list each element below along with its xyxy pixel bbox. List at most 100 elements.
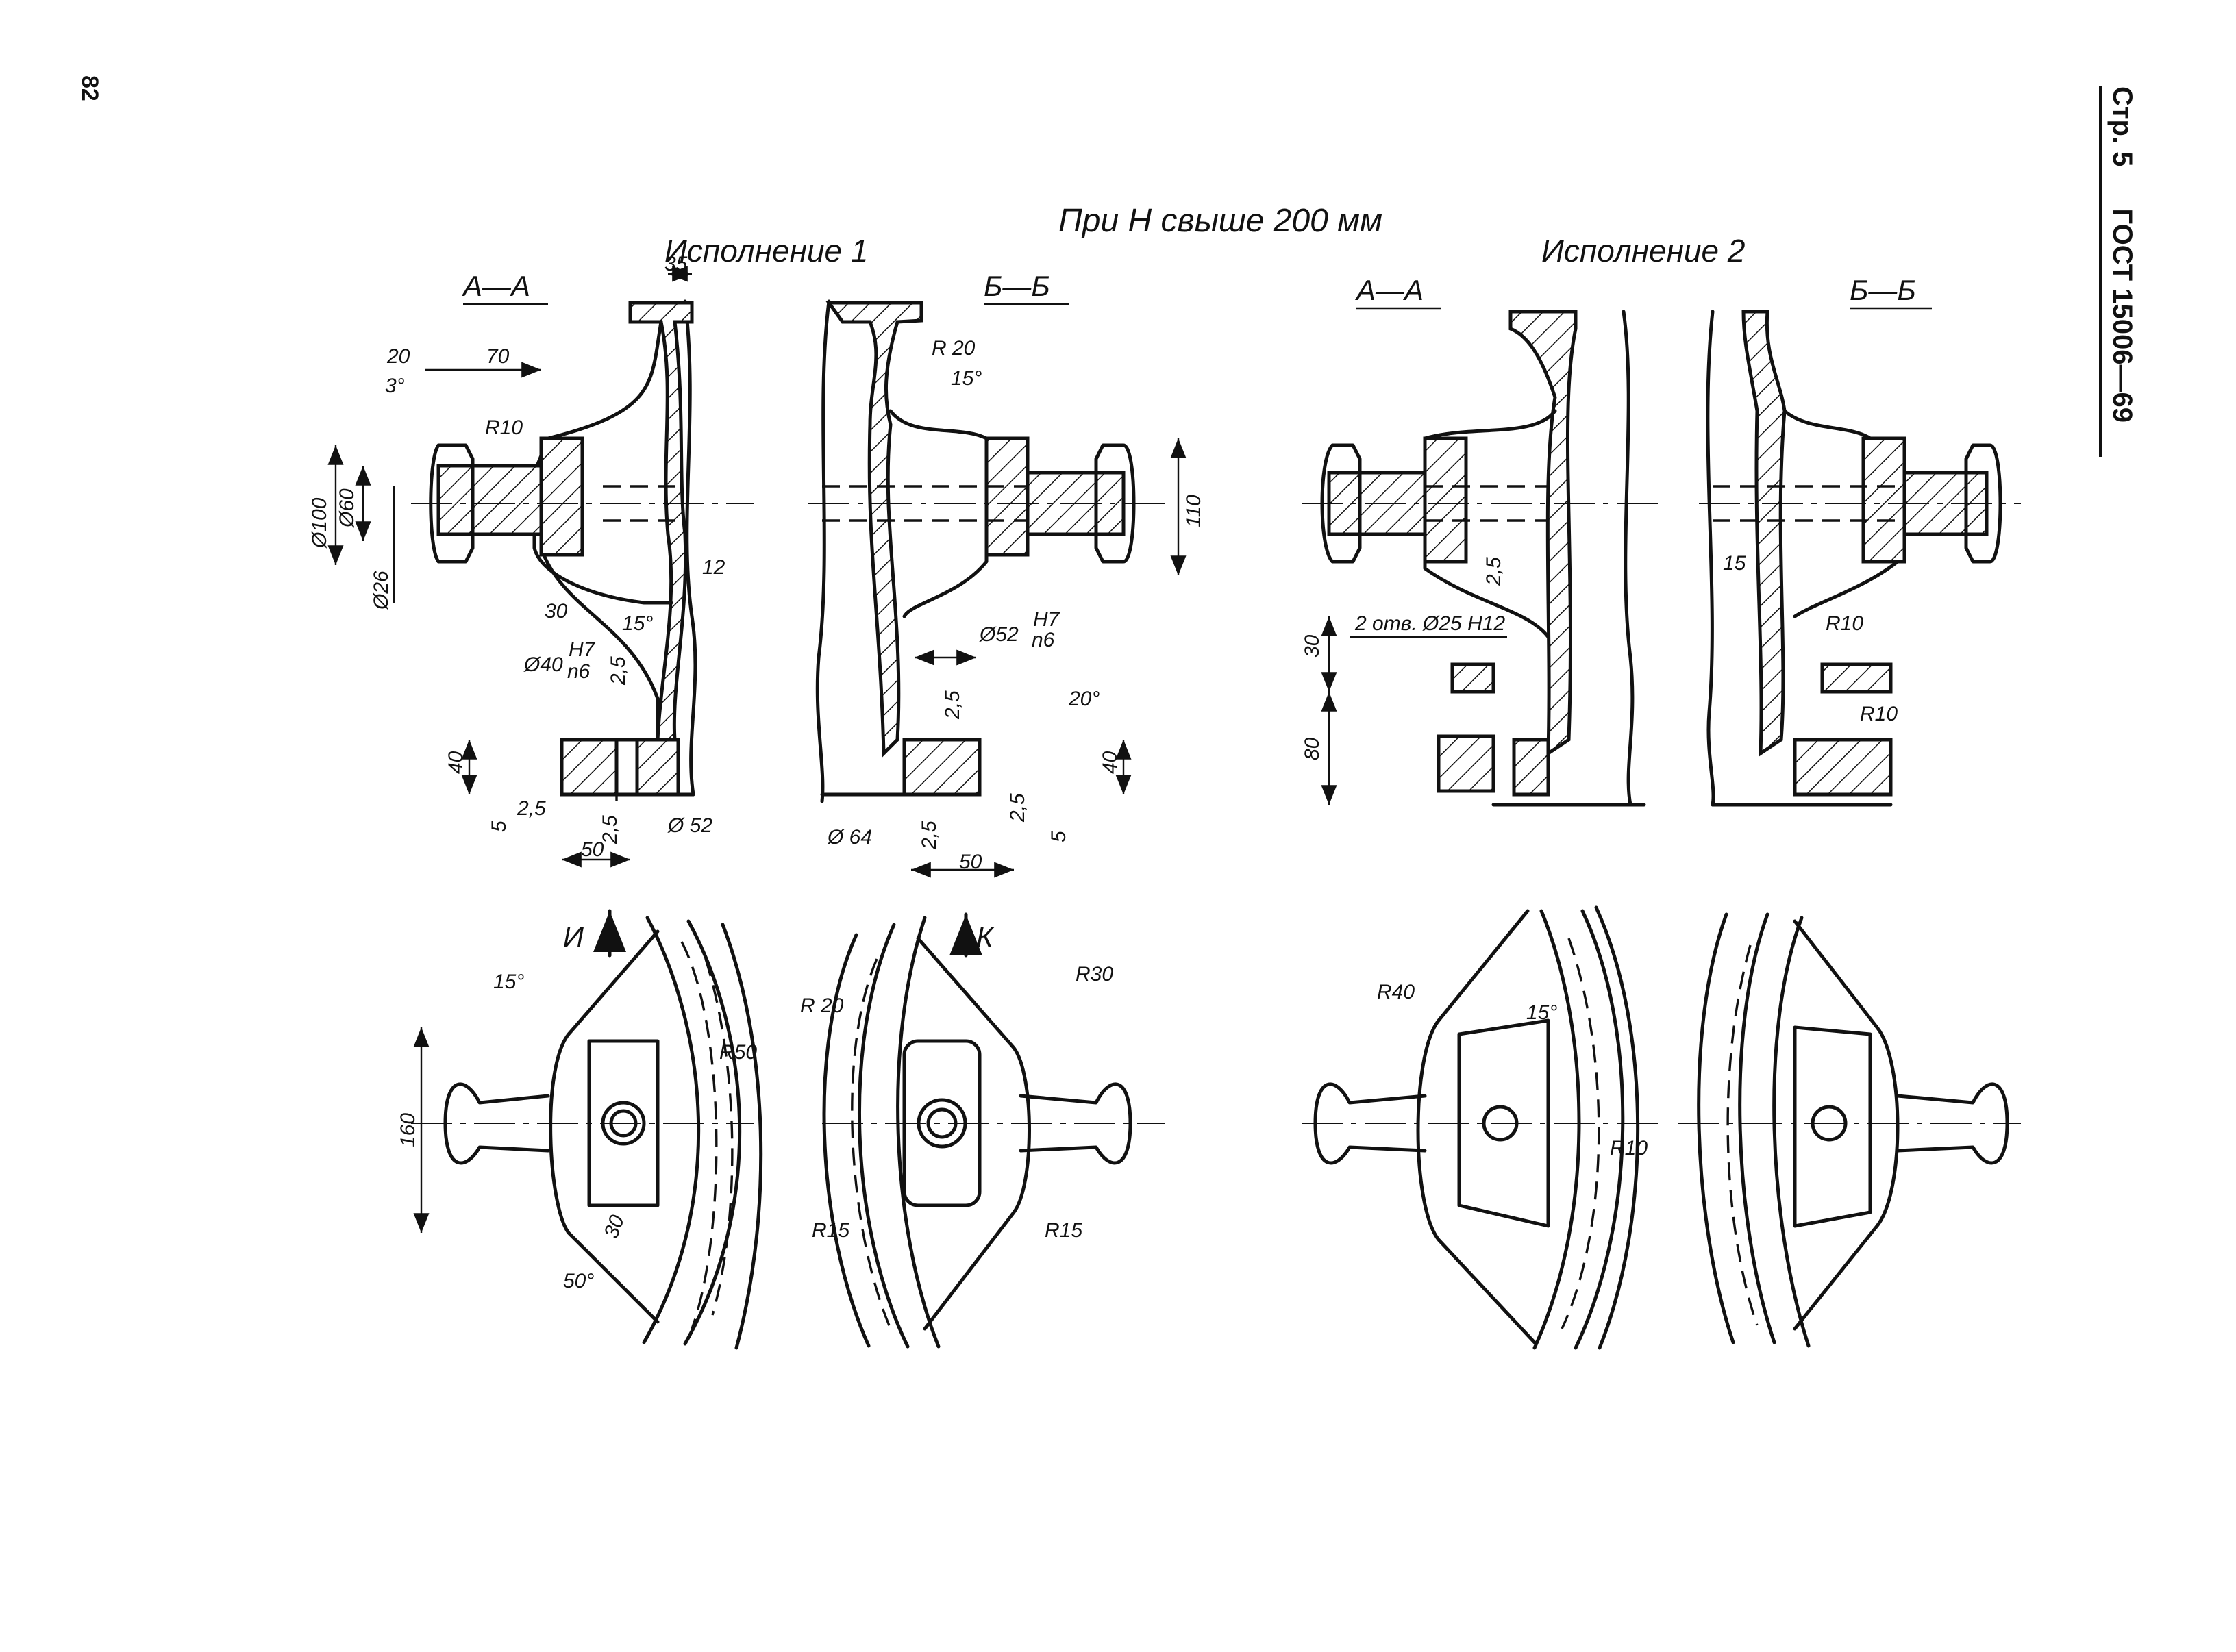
rail-outer-i2: [683, 919, 742, 1346]
exec1-section-bb: [808, 299, 1165, 803]
dim-r10-c: R10: [1860, 703, 1898, 725]
rail-profile: [683, 299, 697, 797]
exec2-aa-dimensions: 2,5 2 отв. Ø25 Н12 30 80: [1301, 557, 1507, 805]
exec1-aa-dimensions: 35 20 70 3° R10 Ø100 Ø60 Ø26 12 30 15° Ø…: [308, 253, 725, 868]
rail-head-section-d: [1741, 310, 1787, 757]
dim-20: 20: [386, 345, 410, 368]
rail-inner-k: [896, 916, 941, 1349]
dim-40-b: 40: [1099, 751, 1121, 774]
rail-profile-b: [815, 299, 831, 803]
rail-dash-n: [1726, 944, 1759, 1326]
lower-block-c: [1437, 734, 1495, 793]
dim-r15-b: R15: [1045, 1219, 1082, 1242]
pin-head: [429, 443, 475, 564]
rail-inner-m: [1594, 905, 1640, 1350]
dim-30-c: 30: [600, 1212, 630, 1241]
rail-outer-k2: [857, 923, 910, 1349]
lower-block-section: [560, 738, 619, 797]
exec1-view-i-dims: И 15° 160 R50 30 50°: [397, 921, 757, 1292]
dim-phi60: Ø60: [336, 488, 358, 528]
dim-r10-d: R10: [1610, 1137, 1648, 1160]
dim-110: 110: [1182, 495, 1205, 527]
lower-block-b: [902, 738, 982, 797]
dim-50deg: 50°: [563, 1270, 594, 1292]
boss-section: [539, 436, 584, 557]
dim-5-b: 5: [1047, 831, 1070, 842]
rail-inner-i: [721, 923, 763, 1350]
dim-12: 12: [702, 556, 725, 579]
rail-outer-n: [1697, 912, 1735, 1344]
pad-m: [1457, 1018, 1550, 1228]
view-i-label: И: [563, 921, 584, 953]
dim-2-5-g: 2,5: [1482, 557, 1505, 586]
rail-head-section-c: [1508, 310, 1578, 757]
pin-section: [436, 464, 543, 536]
dim-35: 35: [664, 253, 688, 275]
section-bb-label-2: Б—Б: [1850, 274, 1916, 306]
pin-head-d: [1964, 443, 2002, 564]
dim-40-a: 40: [445, 751, 467, 774]
dim-15deg-b: 15°: [951, 367, 982, 390]
dim-70: 70: [486, 345, 510, 368]
dim-fit-upper: H7: [569, 638, 596, 661]
dim-r50: R50: [719, 1041, 757, 1064]
dim-15deg-a: 15°: [622, 612, 653, 635]
dim-phi64: Ø 64: [827, 826, 872, 849]
section-aa-label-1: А—А: [461, 270, 530, 302]
dim-phi40: Ø40: [523, 653, 563, 676]
dim-holes: 2 отв. Ø25 Н12: [1354, 612, 1505, 635]
lower-block-c2: [1512, 738, 1550, 797]
dim-r40: R40: [1377, 981, 1415, 1003]
exec1-bb-dimensions: R 20 15° 110 Ø52 H7 n6 2,5 20° 40 2,5 5 …: [827, 337, 1205, 878]
lower-lug-d: [1820, 662, 1893, 694]
rail-dash-m: [1561, 938, 1600, 1329]
pin-k: [1019, 1082, 1132, 1165]
bracket-outline-i: [549, 929, 660, 1324]
dim-r10-b: R10: [1826, 612, 1863, 635]
rail-outer-n2: [1738, 912, 1776, 1344]
lower-lug-c: [1450, 662, 1495, 694]
boss-section-c: [1423, 436, 1468, 564]
exec2-view-1: [1302, 905, 1658, 1350]
rail-outer-m2: [1574, 909, 1625, 1350]
bracket-lower: [539, 546, 695, 797]
dim-r20-b: R 20: [800, 994, 844, 1017]
rail-head-section-b: [825, 301, 923, 758]
dim-r20-a: R 20: [932, 337, 976, 360]
section-bb-label-1: Б—Б: [984, 270, 1050, 302]
exec1-view-i: [411, 909, 763, 1350]
dim-phi100: Ø100: [308, 497, 331, 549]
dim-fit-lower: n6: [567, 660, 591, 683]
exec2-section-aa: [1302, 310, 1658, 807]
dim-30-a: 30: [545, 600, 568, 623]
rail-profile-d: [1706, 310, 1715, 807]
dim-20deg: 20°: [1068, 688, 1100, 710]
dim-2-5-b: 2,5: [517, 797, 546, 820]
dim-r10-a: R10: [485, 416, 523, 439]
rail-inner-n: [1772, 916, 1811, 1348]
dim-15deg-d: 15°: [1526, 1001, 1557, 1024]
dim-2-5-f: 2,5: [918, 821, 941, 850]
dim-phi52-a: Ø 52: [667, 814, 712, 837]
dim-fit-upper-b: H7: [1033, 608, 1060, 631]
dim-50-a: 50: [581, 838, 604, 861]
dim-2-5-c: 2,5: [599, 815, 621, 844]
rail-outer-i: [642, 916, 701, 1344]
sheet-title: При Н свыше 200 мм: [1058, 203, 1382, 239]
dim-2-5-e: 2,5: [1006, 793, 1029, 823]
dim-30-b: 30: [1301, 634, 1324, 658]
dim-r30: R30: [1076, 963, 1113, 986]
exec2-view-2: [1678, 912, 2021, 1348]
rail-dash-i2: [704, 958, 734, 1316]
dim-r15-a: R15: [812, 1219, 849, 1242]
dim-phi52-b: Ø52: [979, 623, 1019, 646]
exec2-view-1-dims: R40 15° R10: [1377, 981, 1648, 1160]
dim-15deg-c: 15°: [493, 971, 524, 993]
dim-50-b: 50: [959, 851, 982, 873]
dim-80: 80: [1301, 737, 1324, 760]
rail-profile-c: [1622, 310, 1635, 807]
execution-1-title: Исполнение 1: [664, 233, 868, 268]
pad-n: [1793, 1025, 1872, 1228]
dim-fit-lower-b: n6: [1032, 629, 1055, 651]
